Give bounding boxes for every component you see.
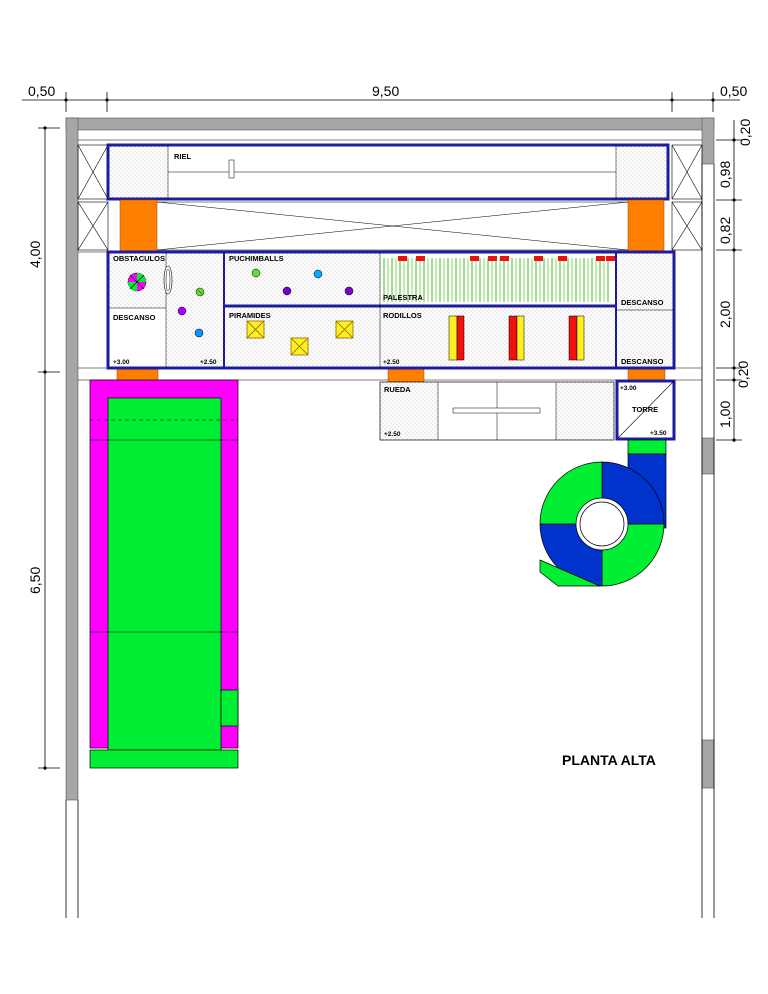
obstaculos-label: OBSTACULOS <box>113 254 165 263</box>
dim-top-center: 9,50 <box>372 83 399 99</box>
descanso-right-top-label: DESCANSO <box>621 298 664 307</box>
palestra-wall <box>383 256 615 302</box>
dimension-ticks <box>43 98 736 770</box>
puchimball-items <box>251 268 354 296</box>
riel-zone <box>106 143 670 201</box>
dim-top-left: 0,50 <box>28 83 55 99</box>
level-rodillos: +2.50 <box>383 359 400 366</box>
level-obstaculos-left: +3.00 <box>113 359 130 366</box>
rueda-label: RUEDA <box>384 385 411 394</box>
palestra-hold <box>558 256 567 261</box>
palestra-hold <box>416 256 425 261</box>
level-rueda: +2.50 <box>384 431 401 438</box>
dim-left-upper: 4,00 <box>27 241 43 268</box>
palestra-hold <box>606 256 615 261</box>
dim-right-1: 0,20 <box>737 119 753 146</box>
level-obstaculos-right: +2.50 <box>200 359 217 366</box>
dim-right-4: 2,00 <box>717 301 733 328</box>
dim-right-5: 0,20 <box>735 361 751 388</box>
descanso-left-label: DESCANSO <box>113 313 156 322</box>
palestra-hold <box>470 256 479 261</box>
rueda-zone <box>379 381 615 441</box>
palestra-hold <box>398 256 407 261</box>
rodillos-label: RODILLOS <box>383 311 422 320</box>
descanso-right-bottom-label: DESCANSO <box>621 357 664 366</box>
activity-strip <box>106 250 676 370</box>
torre-zone <box>615 379 676 441</box>
dim-left-lower: 6,50 <box>27 567 43 594</box>
piramide-items <box>246 320 354 356</box>
level-torre-bottom: +3.50 <box>650 430 667 437</box>
obstaculos-items <box>127 265 205 338</box>
puchimballs-label: PUCHIMBALLS <box>229 254 284 263</box>
rodillo-items <box>448 315 585 361</box>
big-play-area <box>89 379 239 769</box>
palestra-hold <box>488 256 497 261</box>
palestra-hold <box>596 256 605 261</box>
level-torre-top: +3.00 <box>620 385 637 392</box>
piramides-label: PIRAMIDES <box>229 311 271 320</box>
dim-right-2: 0,98 <box>717 161 733 188</box>
dim-right-3: 0,82 <box>717 217 733 244</box>
riel-label: RIEL <box>174 152 192 161</box>
walls <box>65 117 715 918</box>
dim-right-6: 1,00 <box>717 401 733 428</box>
palestra-hold <box>534 256 543 261</box>
torre-label: TORRE <box>632 405 658 414</box>
middle-cross-band <box>156 201 629 251</box>
plan-title: PLANTA ALTA <box>562 752 656 768</box>
spiral-slide <box>539 439 667 587</box>
dimension-lines <box>22 92 742 770</box>
palestra-label: PALESTRA <box>383 293 423 302</box>
palestra-hold <box>500 256 509 261</box>
dim-top-right: 0,50 <box>720 83 747 99</box>
